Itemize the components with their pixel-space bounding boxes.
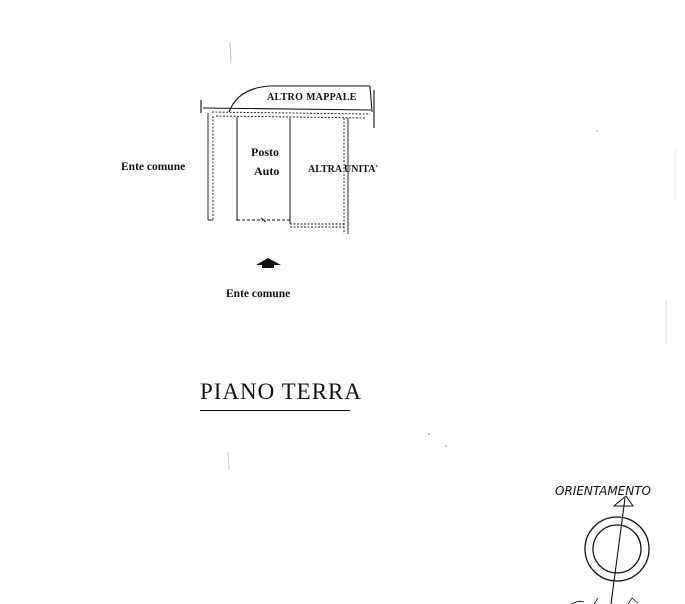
orientation-label: ORIENTAMENTO xyxy=(555,484,652,498)
posto-auto-label-line1: Posto xyxy=(251,145,279,159)
altra-unita-label: ALTRA UNITA' xyxy=(308,164,379,175)
altro-mappale-boundary xyxy=(200,85,375,128)
arrow-up-icon xyxy=(256,258,281,268)
posto-auto-area xyxy=(236,117,291,224)
scan-mark xyxy=(229,41,232,63)
ente-comune-bottom-label: Ente comune xyxy=(226,288,291,300)
posto-auto-label-line2: Auto xyxy=(254,164,280,178)
floor-title-underline xyxy=(200,410,350,411)
ente-comune-left-label: Ente comune xyxy=(121,161,186,173)
left-wall xyxy=(207,113,214,221)
scan-mark xyxy=(428,433,430,435)
scan-mark xyxy=(445,445,447,447)
floor-title: PIANO TERRA xyxy=(200,379,363,404)
scan-mark xyxy=(596,130,598,132)
north-compass-icon xyxy=(571,495,650,604)
altro-mappale-label: ALTRO MAPPALE xyxy=(267,92,357,103)
top-wall xyxy=(211,111,371,119)
altra-unita-area xyxy=(290,118,349,234)
scan-mark xyxy=(227,451,230,471)
